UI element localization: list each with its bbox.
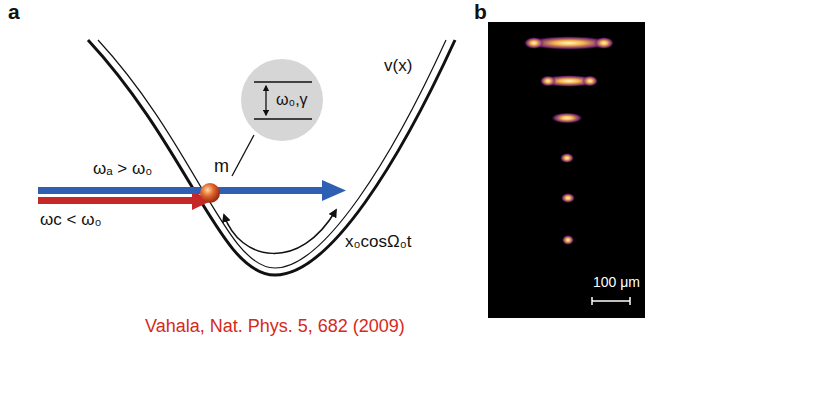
ion-image: [582, 76, 598, 87]
trapped-mass: [200, 183, 220, 203]
scale-bar-tick: [629, 297, 631, 305]
ion-image: [524, 37, 544, 49]
red-beam: [38, 197, 194, 204]
oscillation-arrow: [224, 210, 336, 253]
level-circle: ω₀,γ: [240, 58, 324, 142]
ion-image: [540, 76, 556, 87]
ion-image: [562, 235, 574, 245]
ion-image: [525, 36, 613, 50]
ion-image: [561, 193, 575, 203]
panel-letter: b: [474, 0, 487, 24]
citation-caption: Vahala, Nat. Phys. 5, 682 (2009): [145, 316, 405, 337]
blue-beam-head: [322, 180, 346, 201]
scale-bar-tick: [591, 297, 593, 305]
beam-label: ωₐ > ω₀: [93, 159, 152, 179]
node-text: 100 μm: [593, 274, 640, 290]
energy-level-upper: [254, 81, 312, 83]
amplitude-label: x₀cosΩ₀t: [345, 232, 412, 252]
potential-inner: [98, 40, 446, 268]
potential-outer: [88, 40, 455, 275]
ion-image: [560, 153, 574, 163]
blue-beam: [38, 187, 324, 194]
panel-letter: a: [8, 0, 20, 24]
energy-level-lower: [254, 118, 312, 120]
leader-line: [232, 135, 254, 176]
scale-bar: [592, 300, 630, 302]
circle-shape: [241, 59, 323, 141]
potential-label: v(x): [384, 56, 412, 76]
node-text: ω₀,γ: [276, 91, 308, 109]
ion-image: [594, 37, 614, 49]
transition-arrow: [265, 86, 266, 115]
mass-label: m: [214, 156, 229, 177]
beam-label: ωc < ω₀: [40, 210, 101, 230]
image-panel: 100 μm: [488, 22, 645, 318]
ion-image: [540, 75, 598, 87]
ion-image: [551, 113, 583, 124]
